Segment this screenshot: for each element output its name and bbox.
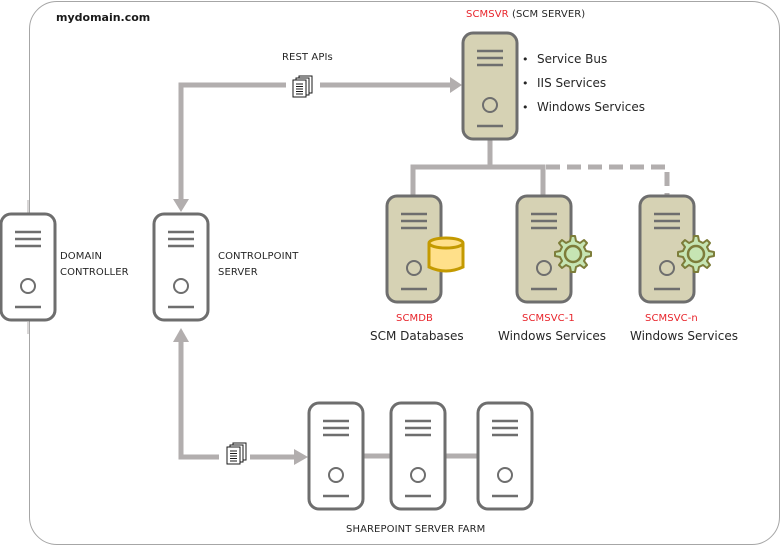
connector-controlpoint-to-scmsvr bbox=[178, 82, 450, 200]
domain-controller-line2: CONTROLLER bbox=[60, 267, 129, 278]
domain-controller-line1: DOMAIN bbox=[60, 251, 103, 262]
database-icon bbox=[427, 236, 465, 273]
document-stack-icon bbox=[226, 442, 247, 465]
scmsvc-1-description: Windows Services bbox=[498, 329, 606, 343]
scmsvc-1-name: SCMSVC-1 bbox=[522, 313, 575, 324]
gear-icon bbox=[553, 234, 593, 274]
connector-scm-bus bbox=[410, 139, 546, 196]
connector-sharepoint-to-controlpoint bbox=[178, 340, 296, 460]
gear-icon bbox=[676, 234, 716, 274]
controlpoint-line2: SERVER bbox=[218, 267, 258, 278]
controlpoint-line1: CONTROLPOINT bbox=[218, 251, 299, 262]
domain-label: mydomain.com bbox=[56, 11, 151, 24]
sharepoint-server-3-icon[interactable] bbox=[476, 401, 534, 511]
arrowhead-to-controlpoint-bottom bbox=[173, 328, 189, 342]
service-item: Service Bus bbox=[522, 50, 645, 74]
scmsvr-title: SCMSVR (SCM SERVER) bbox=[466, 9, 585, 20]
arrowhead-to-controlpoint bbox=[173, 199, 189, 212]
rest-apis-label: REST APIs bbox=[282, 52, 333, 63]
scmsvc-n-name: SCMSVC-n bbox=[645, 313, 698, 324]
sharepoint-farm-label: SHAREPOINT SERVER FARM bbox=[346, 524, 486, 535]
domain-controller-server-icon[interactable] bbox=[0, 212, 57, 322]
scmdb-description: SCM Databases bbox=[370, 329, 464, 343]
domain-controller-label: DOMAIN CONTROLLER bbox=[60, 249, 129, 281]
service-item: Windows Services bbox=[522, 98, 645, 122]
controlpoint-server-icon[interactable] bbox=[152, 212, 210, 322]
document-stack-icon bbox=[292, 75, 313, 98]
scmsvr-name: SCMSVR bbox=[466, 9, 509, 20]
arrowhead-to-scmsvr bbox=[450, 77, 462, 93]
scmsvr-server-icon[interactable] bbox=[461, 31, 519, 141]
sharepoint-server-1-icon[interactable] bbox=[307, 401, 365, 511]
sharepoint-server-2-icon[interactable] bbox=[389, 401, 447, 511]
scmdb-name: SCMDB bbox=[396, 313, 434, 324]
service-item: IIS Services bbox=[522, 74, 645, 98]
scmsvr-services-list: Service Bus IIS Services Windows Service… bbox=[522, 50, 645, 122]
scmsvr-role: (SCM SERVER) bbox=[511, 9, 586, 20]
controlpoint-server-label: CONTROLPOINT SERVER bbox=[218, 249, 298, 281]
scmsvc-n-description: Windows Services bbox=[630, 329, 738, 343]
arrowhead-to-sharepoint bbox=[294, 449, 308, 465]
connector-scm-bus-dashed bbox=[546, 164, 670, 196]
